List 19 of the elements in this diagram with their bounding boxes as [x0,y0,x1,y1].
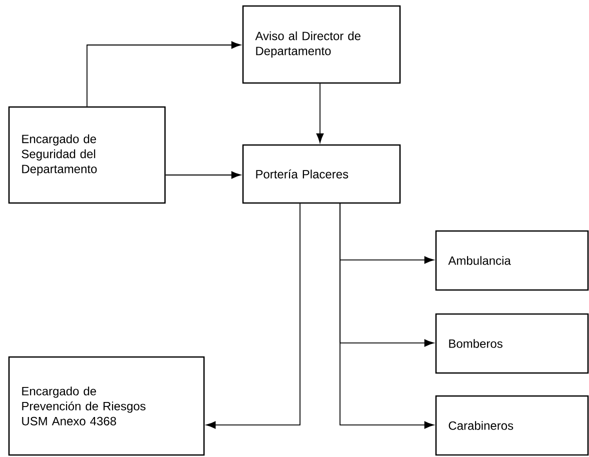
arrow [165,171,241,179]
process-box [242,144,401,204]
node-label: Bomberos [449,339,502,348]
node-label: Encargado de Prevención de Riesgos USM Anexo 4368 [22,386,146,426]
arrow [86,41,241,107]
process-box [8,106,166,204]
node-label: Ambulancia [448,256,511,265]
process-box [435,395,589,456]
arrow [340,203,434,429]
node-label: Carabineros [448,421,514,430]
node-label: Portería Placeres [256,170,348,178]
process-box [8,356,205,456]
process-box [435,230,589,291]
arrow [316,83,324,143]
node-label: Encargado de Seguridad del Departamento [22,134,97,176]
node-label: Aviso al Director de Departamento [255,31,360,58]
arrow [206,203,300,429]
process-box [435,313,589,374]
process-box [242,5,401,84]
